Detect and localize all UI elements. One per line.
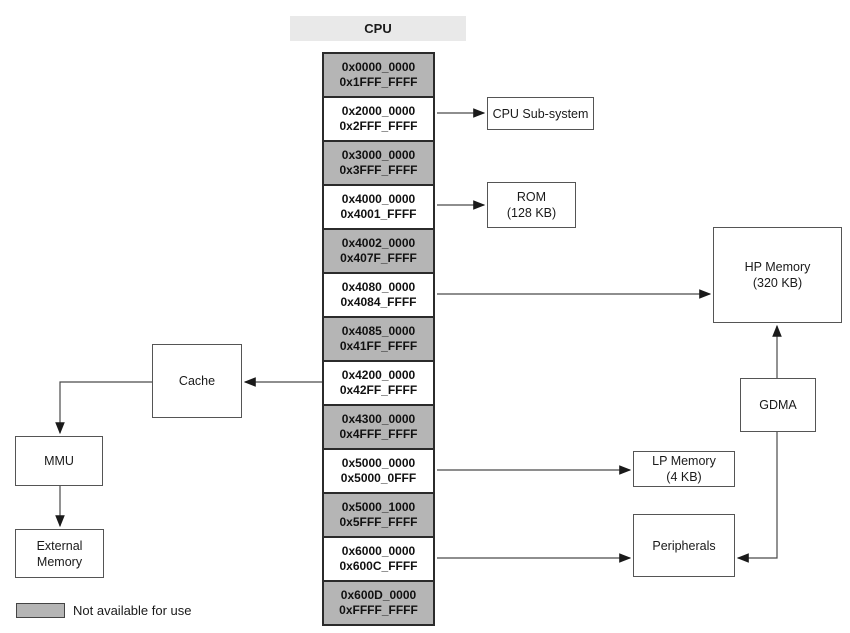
connector-cache-to-mmu [55, 381, 152, 435]
region-end-address: 0x4084_FFFF [340, 295, 417, 309]
block-label: Peripherals [652, 538, 716, 553]
memory-region: 0x3000_0000 0x3FFF_FFFF [322, 140, 435, 186]
region-end-address: 0x42FF_FFFF [339, 383, 418, 397]
region-start-address: 0x600D_0000 [340, 588, 417, 602]
rom-block: ROM (128 KB) [487, 182, 576, 228]
block-size: (320 KB) [752, 276, 803, 290]
mmu-block: MMU [15, 436, 103, 486]
memory-region: 0x5000_0000 0x5000_0FFF [322, 448, 435, 494]
legend-label: Not available for use [73, 603, 192, 618]
block-label: ROM [516, 190, 547, 204]
memory-region: 0x600D_0000 0xFFFF_FFFF [322, 580, 435, 626]
peripherals-block: Peripherals [633, 514, 735, 577]
region-start-address: 0x2000_0000 [341, 104, 416, 118]
region-start-address: 0x4000_0000 [341, 192, 416, 206]
region-end-address: 0x600C_FFFF [339, 559, 418, 573]
memory-region: 0x2000_0000 0x2FFF_FFFF [322, 96, 435, 142]
region-end-address: 0x4FFF_FFFF [339, 427, 418, 441]
region-start-address: 0x3000_0000 [341, 148, 416, 162]
block-label: MMU [44, 454, 74, 468]
region-start-address: 0x4300_0000 [341, 412, 416, 426]
block-label: LP Memory [652, 454, 716, 468]
region-start-address: 0x4085_0000 [341, 324, 416, 338]
region-end-address: 0x5000_0FFF [340, 471, 417, 485]
region-start-address: 0x4080_0000 [341, 280, 416, 294]
memory-region: 0x4300_0000 0x4FFF_FFFF [322, 404, 435, 450]
cpu-subsystem-block: CPU Sub-system [487, 97, 594, 130]
memory-region: 0x5000_1000 0x5FFF_FFFF [322, 492, 435, 538]
hp-memory-block: HP Memory (320 KB) [713, 227, 842, 323]
lp-memory-block: LP Memory (4 KB) [633, 451, 735, 487]
region-start-address: 0x4002_0000 [341, 236, 416, 250]
cpu-header: CPU [290, 16, 466, 41]
external-memory-block: External Memory [15, 529, 104, 578]
region-start-address: 0x5000_0000 [341, 456, 416, 470]
block-label: Cache [178, 374, 216, 388]
memory-region: 0x0000_0000 0x1FFF_FFFF [322, 52, 435, 98]
memory-region: 0x4002_0000 0x407F_FFFF [322, 228, 435, 274]
region-end-address: 0x3FFF_FFFF [339, 163, 418, 177]
memory-region: 0x4200_0000 0x42FF_FFFF [322, 360, 435, 406]
block-label: CPU Sub-system [492, 106, 589, 121]
memory-region: 0x4080_0000 0x4084_FFFF [322, 272, 435, 318]
memory-region: 0x4000_0000 0x4001_FFFF [322, 184, 435, 230]
memory-region: 0x6000_0000 0x600C_FFFF [322, 536, 435, 582]
region-start-address: 0x4200_0000 [341, 368, 416, 382]
region-end-address: 0x41FF_FFFF [339, 339, 418, 353]
region-start-address: 0x5000_1000 [341, 500, 416, 514]
block-label: GDMA [759, 398, 797, 412]
connector-gdma-to-peripherals [736, 432, 778, 563]
region-end-address: 0x1FFF_FFFF [339, 75, 418, 89]
block-label: External Memory [36, 538, 83, 569]
region-start-address: 0x0000_0000 [341, 60, 416, 74]
block-size: (4 KB) [666, 470, 702, 484]
legend-unavailable-swatch [16, 603, 65, 618]
memory-region: 0x4085_0000 0x41FF_FFFF [322, 316, 435, 362]
region-end-address: 0x5FFF_FFFF [339, 515, 418, 529]
region-end-address: 0xFFFF_FFFF [339, 603, 418, 617]
block-size: (128 KB) [506, 206, 557, 220]
gdma-block: GDMA [740, 378, 816, 432]
memory-address-stack: 0x0000_0000 0x1FFF_FFFF 0x2000_0000 0x2F… [322, 52, 435, 626]
region-end-address: 0x4001_FFFF [340, 207, 417, 221]
cache-block: Cache [152, 344, 242, 418]
legend: Not available for use [16, 603, 192, 618]
region-start-address: 0x6000_0000 [341, 544, 416, 558]
block-label: HP Memory [744, 260, 811, 274]
region-end-address: 0x2FFF_FFFF [339, 119, 418, 133]
region-end-address: 0x407F_FFFF [340, 251, 417, 265]
